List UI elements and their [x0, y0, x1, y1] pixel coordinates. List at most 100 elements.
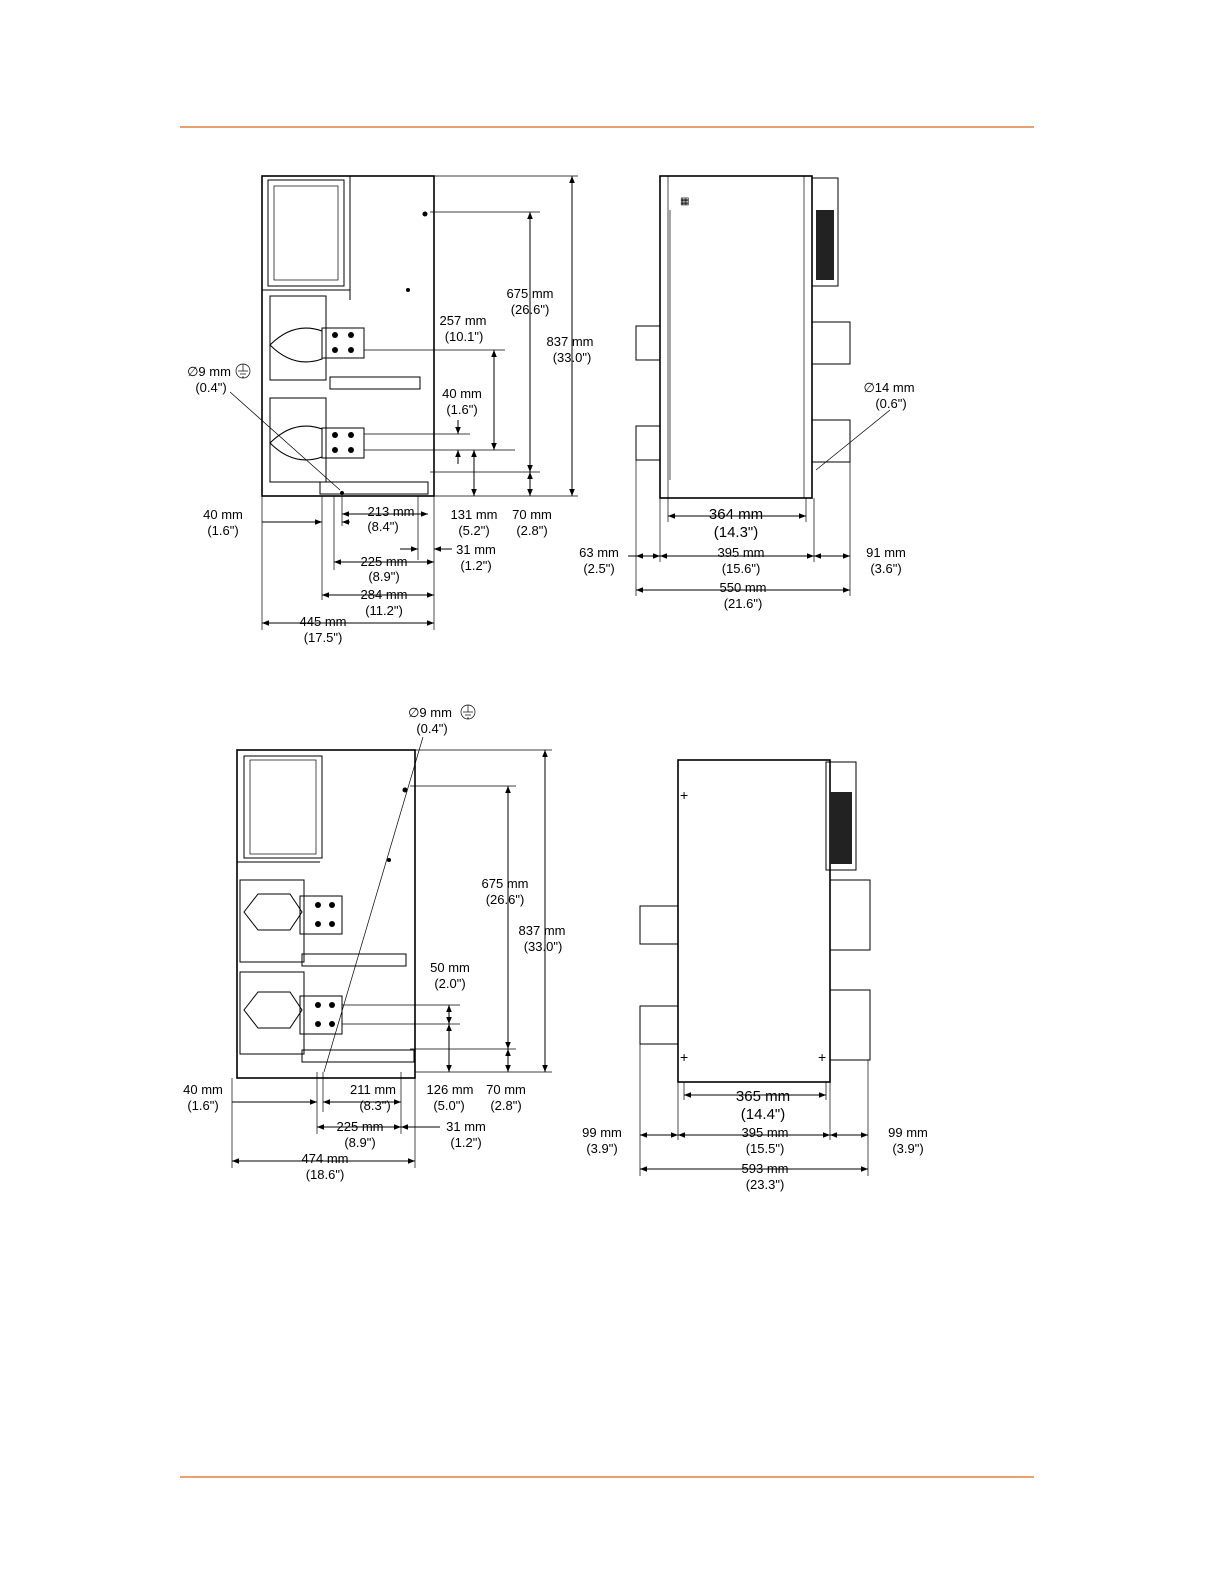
dim-99r-in: (3.9") [892, 1141, 923, 1156]
ground-hole-label: ∅9 mm [187, 364, 231, 379]
dim-284-in: (11.2") [365, 603, 403, 618]
hole-inch: (0.6") [875, 396, 906, 411]
terminal-right-lower [829, 989, 871, 1061]
terminal-right-upper [829, 879, 871, 951]
dim-395-in: (15.5") [746, 1141, 785, 1156]
busbar-upper [299, 895, 343, 935]
dim-50-mm: 50 mm [430, 960, 470, 975]
dim-40-mm: 40 mm [183, 1082, 223, 1097]
dim-837-mm: 837 mm [519, 923, 566, 938]
dim-474-in: (18.6") [306, 1167, 345, 1182]
dim-131-in: (5.2") [458, 523, 489, 538]
dim-837-in: (33.0") [524, 939, 563, 954]
control-module [267, 179, 345, 287]
dim-40-in: (1.6") [187, 1098, 218, 1113]
dim-126-mm: 126 mm [427, 1082, 474, 1097]
terminal-right-upper [811, 321, 851, 365]
dim-31-in: (1.2") [460, 558, 491, 573]
bottom-side-view: ∅9 mm (0.4") 675 mm (26.6") 837 mm (33.0… [183, 704, 566, 1182]
dim-63-mm: 63 mm [579, 545, 619, 560]
svg-text:+: + [818, 1049, 826, 1065]
dim-211-mm: 211 mm [350, 1082, 396, 1097]
dim-91-mm: 91 mm [866, 545, 906, 560]
dim-225-mm: 225 mm [337, 1119, 384, 1134]
top-side-view: ∅9 mm (0.4") 675 mm (26.6") 837 mm (33.0… [187, 175, 594, 645]
dim-593-in: (23.3") [746, 1177, 785, 1192]
busbar-lower [321, 427, 365, 459]
terminal-right-lower [811, 419, 851, 463]
busbar-upper [321, 327, 365, 359]
control-module [811, 177, 839, 287]
dim-593-mm: 593 mm [742, 1161, 789, 1176]
hole-label: ∅14 mm [863, 380, 914, 395]
control-module [243, 755, 323, 859]
dim-837-in: (33.0") [553, 350, 592, 365]
dim-99r-mm: 99 mm [888, 1125, 928, 1140]
dim-364-mm: 364 mm [709, 506, 763, 523]
dim-365-mm: 365 mm [736, 1088, 790, 1105]
dim-70-mm: 70 mm [512, 507, 552, 522]
enclosure-outline [659, 175, 813, 499]
dim-675-in: (26.6") [511, 302, 550, 317]
svg-text:▦: ▦ [680, 196, 689, 207]
dim-31-mm: 31 mm [456, 542, 496, 557]
dim-225-in: (8.9") [344, 1135, 375, 1150]
dim-395-in: (15.6") [722, 561, 761, 576]
dim-257-mm: 257 mm [440, 313, 487, 328]
dim-50-in: (2.0") [434, 976, 465, 991]
control-module [825, 761, 857, 871]
header-rule [180, 126, 1034, 128]
dim-675-mm: 675 mm [507, 286, 554, 301]
dim-70-in: (2.8") [490, 1098, 521, 1113]
dim-31-in: (1.2") [450, 1135, 481, 1150]
terminal-left-lower [639, 1005, 679, 1045]
dim-474-mm: 474 mm [302, 1151, 349, 1166]
dim-445-in: (17.5") [304, 630, 343, 645]
dim-126-in: (5.0") [433, 1098, 464, 1113]
dim-364-in: (14.3") [714, 524, 759, 541]
dim-40v-mm: 40 mm [442, 386, 482, 401]
dim-40h-mm: 40 mm [203, 507, 243, 522]
dim-40h-in: (1.6") [207, 523, 238, 538]
enclosure-outline [677, 759, 831, 1083]
busbar-lower [299, 995, 343, 1035]
dim-99l-in: (3.9") [586, 1141, 617, 1156]
dim-70-mm: 70 mm [486, 1082, 526, 1097]
terminal-left-upper [635, 325, 661, 361]
footer-rule [180, 1476, 1034, 1478]
dim-225-mm: 225 mm [361, 554, 408, 569]
terminal-left-lower [635, 425, 661, 461]
enclosure-outline [236, 749, 416, 1079]
terminal-left-upper [639, 905, 679, 945]
dim-91-in: (3.6") [870, 561, 901, 576]
dim-365-in: (14.4") [741, 1106, 786, 1123]
top-front-view: ▦ ∅14 mm (0.6") 364 mm (14.3") 63 mm (2.… [579, 175, 915, 611]
dim-131-mm: 131 mm [451, 507, 498, 522]
dim-211-in: (8.3") [359, 1098, 390, 1113]
dim-213-in: (8.4") [367, 519, 398, 534]
dim-31-mm: 31 mm [446, 1119, 486, 1134]
dim-550-mm: 550 mm [720, 580, 767, 595]
dim-395-mm: 395 mm [718, 545, 765, 560]
dim-225-in: (8.9") [368, 569, 399, 584]
dim-257-in: (10.1") [445, 329, 484, 344]
dim-284-mm: 284 mm [361, 587, 408, 602]
dim-40v-in: (1.6") [446, 402, 477, 417]
svg-text:+: + [680, 1049, 688, 1065]
dim-395-mm: 395 mm [742, 1125, 789, 1140]
dim-99l-mm: 99 mm [582, 1125, 622, 1140]
ground-hole-inch: (0.4") [195, 380, 226, 395]
dim-213-mm: 213 mm [368, 504, 415, 519]
dim-550-in: (21.6") [724, 596, 763, 611]
svg-text:+: + [680, 787, 688, 803]
ground-hole-inch: (0.4") [416, 721, 447, 736]
dim-70-in: (2.8") [516, 523, 547, 538]
dim-675-in: (26.6") [486, 892, 525, 907]
ground-hole-label: ∅9 mm [408, 705, 452, 720]
enclosure-outline [261, 175, 435, 497]
dim-837-mm: 837 mm [547, 334, 594, 349]
dim-445-mm: 445 mm [300, 614, 347, 629]
dim-675-mm: 675 mm [482, 876, 529, 891]
bottom-front-view: + + + 365 mm (14.4") 99 mm (3.9") 395 mm… [582, 759, 928, 1192]
